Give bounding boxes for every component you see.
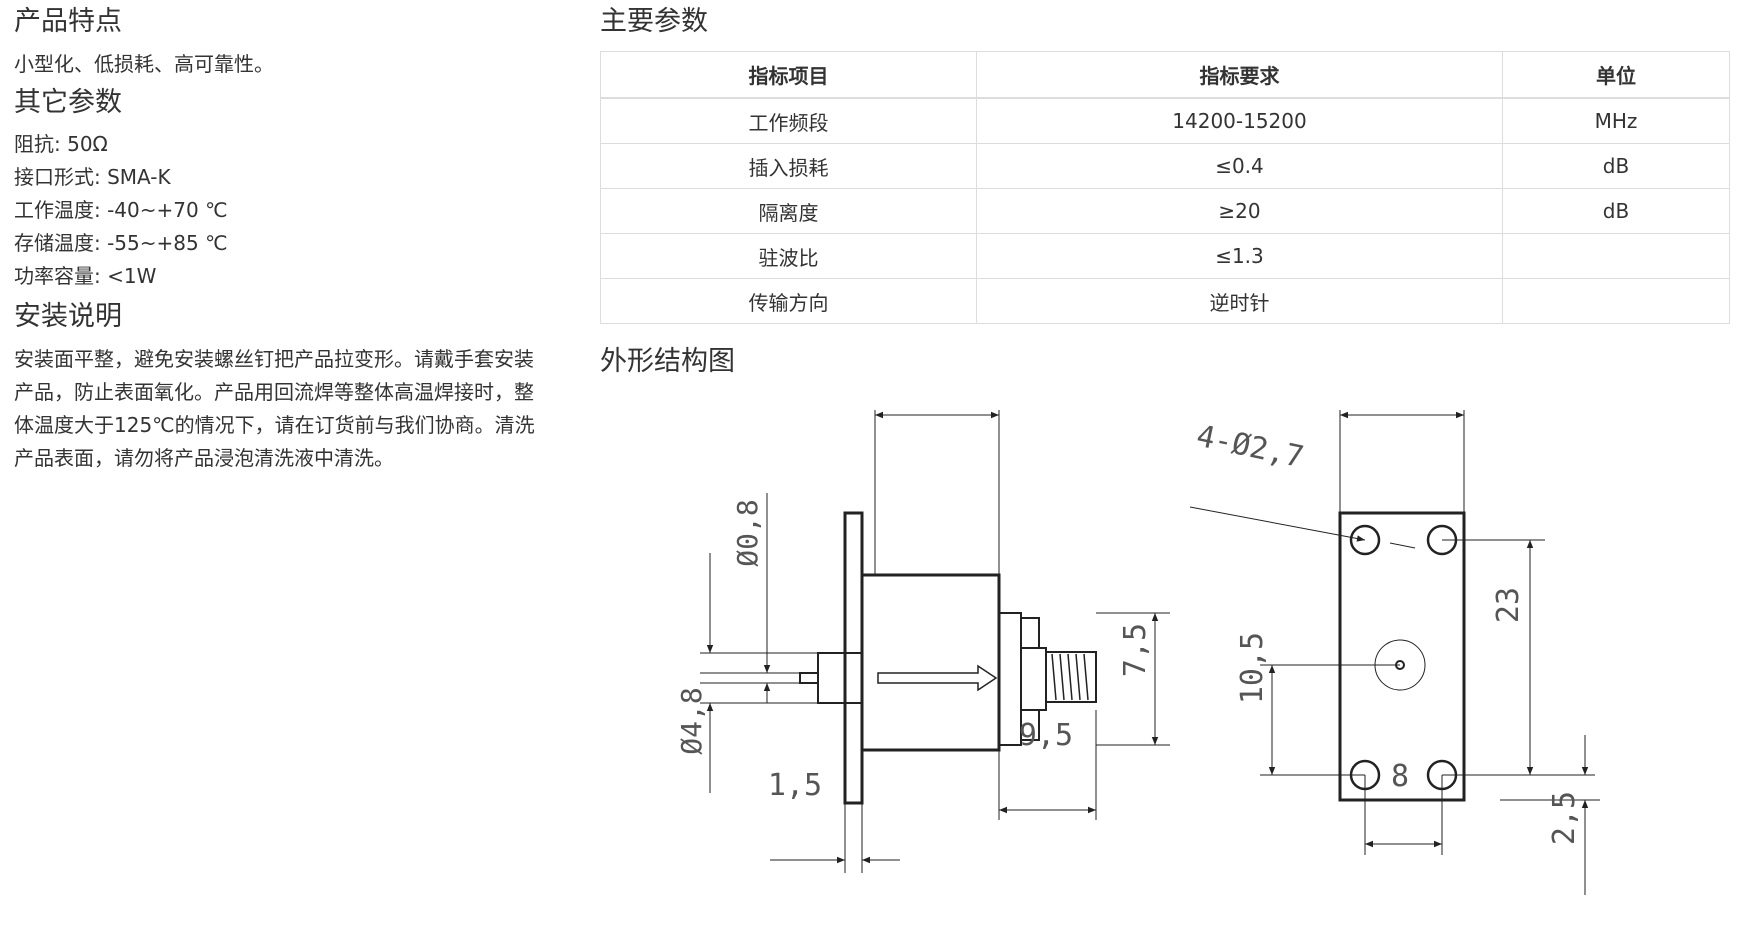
dim-label: 23 (1491, 587, 1526, 623)
table-cell: dB (1502, 188, 1730, 235)
table-cell: 插入损耗 (600, 143, 977, 190)
other-param-item: 存储温度: -55~+85 ℃ (14, 230, 228, 255)
pin-tip (799, 672, 819, 684)
drawing-title: 外形结构图 (600, 346, 735, 378)
dim-label: 10,5 (1235, 632, 1270, 704)
features-text: 小型化、低损耗、高可靠性。 (14, 52, 274, 77)
table-cell: ≥20 (976, 188, 1503, 235)
table-row: 驻波比 ≤1.3 (600, 233, 1730, 280)
flange-outline (843, 511, 864, 805)
table-row: 插入损耗 ≤0.4 dB (600, 143, 1730, 190)
table-cell: 隔离度 (600, 188, 977, 235)
table-cell (1502, 233, 1730, 280)
direction-arrow (877, 664, 998, 692)
table-header: 单位 (1502, 51, 1730, 100)
table-cell (1502, 278, 1730, 325)
connector-thread (1045, 651, 1097, 703)
dim-label: 1,5 (768, 768, 822, 803)
table-header-row: 指标项目 指标要求 单位 (600, 51, 1730, 100)
table-cell: ≤1.3 (976, 233, 1503, 280)
install-text: 安装面平整，避免安装螺丝钉把产品拉变形。请戴手套安装产品，防止表面氧化。产品用回… (14, 347, 535, 471)
dim-label: 12 (919, 410, 955, 418)
install-title: 安装说明 (14, 300, 122, 332)
main-params-title: 主要参数 (600, 6, 708, 37)
table-cell: 14200-15200 (976, 97, 1503, 145)
mount-hole-icon (1349, 524, 1381, 556)
side-view (700, 410, 1170, 873)
other-param-item: 阻抗: 50Ω (14, 131, 108, 156)
connector-barrel (1020, 647, 1047, 711)
front-body-outline (1338, 511, 1466, 802)
right-column: 主要参数 指标项目 指标要求 单位 工作频段 14200-15200 MHz 插… (600, 0, 1730, 379)
dim-label: 4-Ø2,7 (1193, 419, 1306, 476)
table-cell: 逆时针 (976, 278, 1503, 325)
table-cell: dB (1502, 143, 1730, 190)
features-title: 产品特点 (14, 6, 122, 37)
table-cell: 传输方向 (600, 278, 977, 325)
main-params-table: 指标项目 指标要求 单位 工作频段 14200-15200 MHz 插入损耗 ≤… (600, 51, 1730, 325)
other-param-item: 功率容量: <1W (14, 263, 157, 288)
thread-lines (1051, 653, 1089, 701)
dim-label: 7,5 (1118, 623, 1153, 677)
connector-nut-top (1020, 617, 1040, 649)
body-outline (860, 573, 1001, 752)
table-cell: MHz (1502, 97, 1730, 145)
table-header: 指标要求 (976, 51, 1503, 100)
dim-label: 9,5 (1019, 718, 1073, 753)
pin-base (817, 652, 863, 704)
table-header: 指标项目 (600, 51, 977, 100)
dim-label: Ø4,8 (675, 687, 708, 754)
table-cell: 驻波比 (600, 233, 977, 280)
other-param-item: 接口形式: SMA-K (14, 164, 171, 189)
table-cell: 工作频段 (600, 97, 977, 145)
table-row: 传输方向 逆时针 (600, 278, 1730, 325)
table-row: 工作频段 14200-15200 MHz (600, 97, 1730, 145)
connector-block (998, 612, 1022, 746)
other-param-item: 工作温度: -40~+70 ℃ (14, 197, 228, 222)
table-row: 隔离度 ≥20 dB (600, 188, 1730, 235)
other-params-title: 其它参数 (14, 87, 122, 119)
outline-drawing: 12 Ø0,8 Ø4,8 1,5 9,5 7,5 12 4-Ø2,7 23 10… (675, 410, 1600, 895)
left-column: 产品特点 小型化、低损耗、高可靠性。 其它参数 阻抗: 50Ω 接口形式: SM… (14, 0, 549, 475)
table-cell: ≤0.4 (976, 143, 1503, 190)
dim-label: 2,5 (1547, 791, 1582, 845)
dim-label: 12 (1384, 410, 1420, 418)
other-params-list: 阻抗: 50Ω 接口形式: SMA-K 工作温度: -40~+70 ℃ 存储温度… (14, 128, 549, 293)
dim-label: 8 (1391, 759, 1409, 794)
dim-label: Ø0,8 (731, 499, 764, 566)
front-view (1189, 410, 1600, 895)
